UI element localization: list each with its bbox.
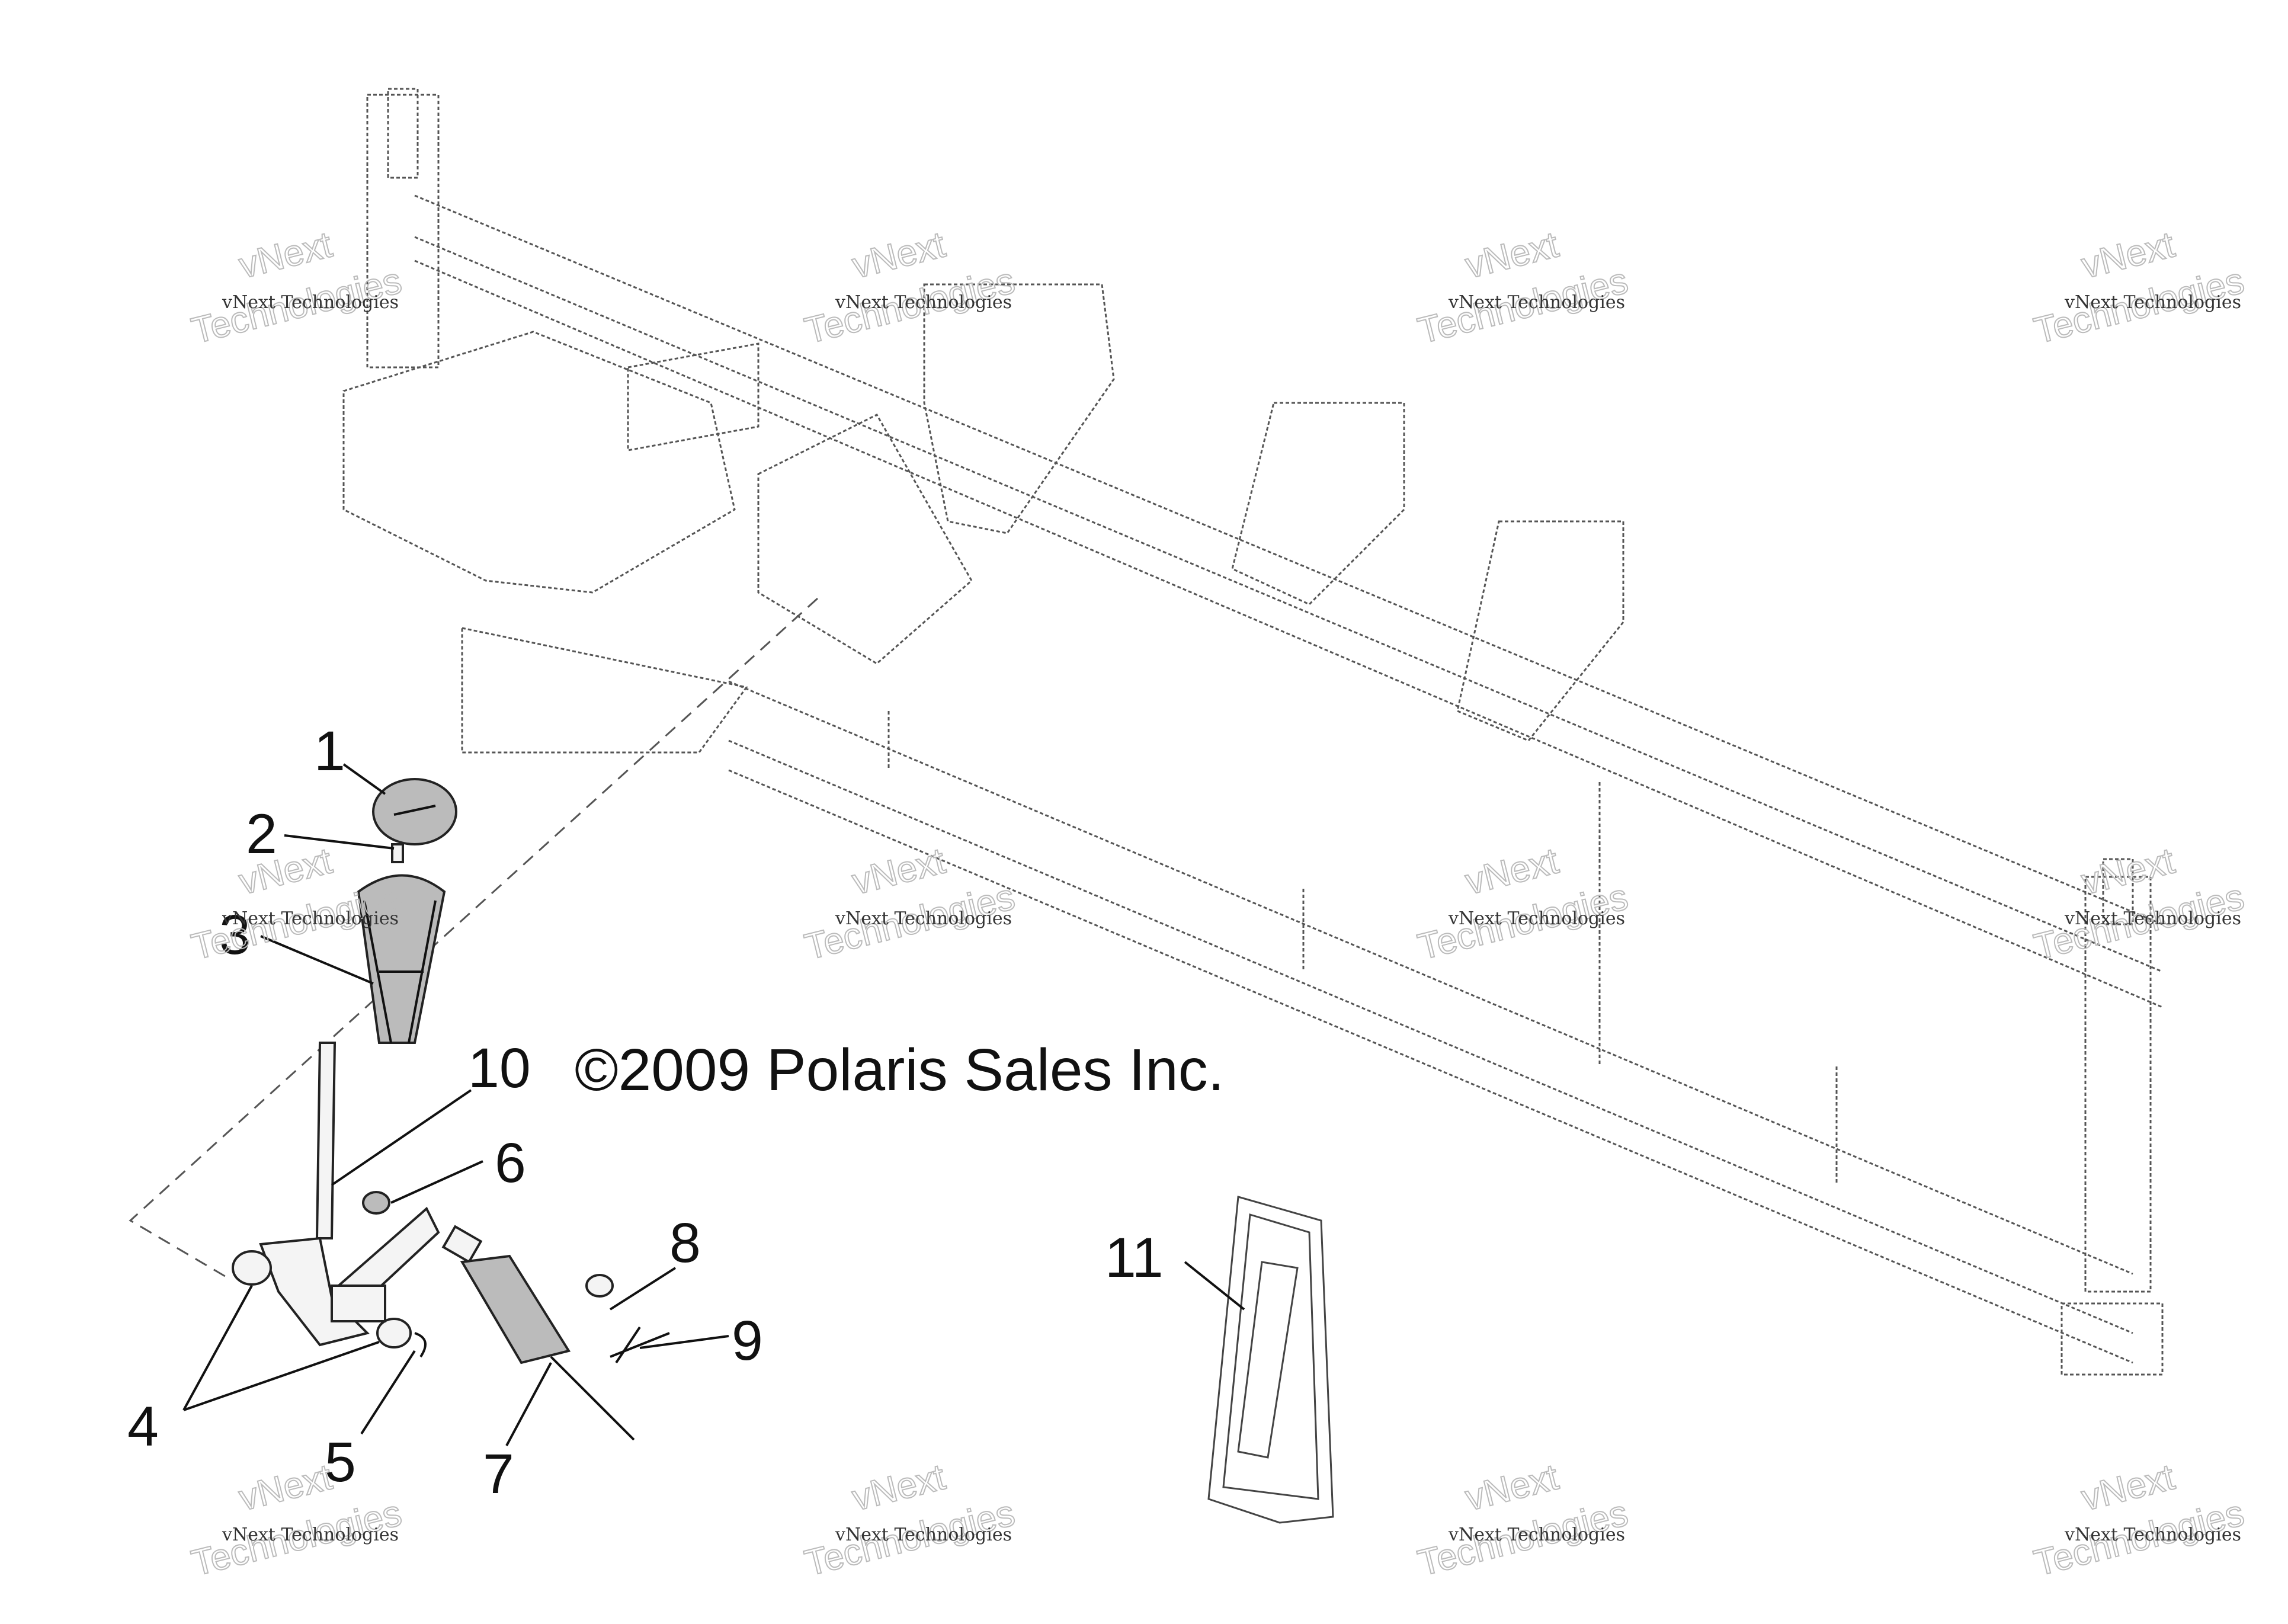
svg-text:vNext Technologies: vNext Technologies: [2064, 292, 2241, 313]
leader-lines: [182, 763, 1245, 1446]
svg-text:vNext Technologies: vNext Technologies: [835, 292, 1012, 313]
svg-text:vNext: vNext: [2078, 840, 2178, 902]
watermark: Technologies vNext vNext Technologies: [800, 223, 1020, 352]
callout-3: 3: [219, 904, 251, 966]
callout-5: 5: [325, 1431, 356, 1494]
callout-labels: 1 2 3 4 5 6 7 8 9 10 11: [127, 720, 1164, 1506]
callout-7: 7: [483, 1443, 514, 1506]
svg-text:vNext Technologies: vNext Technologies: [835, 1524, 1012, 1545]
svg-text:vNext Technologies: vNext Technologies: [1448, 908, 1625, 929]
watermark: Technologies vNext vNext Technologies: [187, 223, 406, 352]
part-knob-cap: [372, 778, 457, 845]
watermark: Technologies vNext vNext Technologies: [1414, 223, 1633, 352]
vehicle-frame: [129, 88, 2164, 1376]
watermark: Technologies vNext vNext Technologies: [2030, 840, 2249, 968]
svg-text:vNext: vNext: [848, 224, 949, 286]
part-washer: [585, 1274, 614, 1298]
callout-9: 9: [732, 1309, 763, 1372]
svg-text:vNext: vNext: [1462, 840, 1562, 902]
svg-text:vNext Technologies: vNext Technologies: [835, 908, 1012, 929]
callout-6: 6: [495, 1132, 526, 1194]
svg-text:vNext Technologies: vNext Technologies: [2064, 908, 2241, 929]
svg-text:vNext: vNext: [848, 1456, 949, 1519]
watermark: Technologies vNext vNext Technologies: [187, 1456, 406, 1584]
svg-text:vNext: vNext: [2078, 1456, 2178, 1519]
part-bushings: [232, 1250, 412, 1348]
watermark: Technologies vNext vNext Technologies: [1414, 1456, 1633, 1584]
part-nut: [362, 1191, 390, 1215]
callout-8: 8: [669, 1212, 701, 1274]
callout-2: 2: [246, 803, 277, 866]
watermark: Technologies vNext vNext Technologies: [800, 1456, 1020, 1584]
callout-1: 1: [314, 720, 345, 783]
watermarks: Technologies vNext vNext Technologies Te…: [187, 223, 2249, 1584]
part-shift-knob: [357, 874, 446, 1044]
svg-text:vNext: vNext: [2078, 224, 2178, 286]
svg-text:vNext Technologies: vNext Technologies: [2064, 1524, 2241, 1545]
svg-text:vNext: vNext: [235, 224, 336, 286]
callout-4: 4: [127, 1395, 159, 1458]
svg-text:vNext Technologies: vNext Technologies: [1448, 1524, 1625, 1545]
callout-11: 11: [1105, 1226, 1164, 1289]
callout-10: 10: [468, 1037, 531, 1100]
watermark: Technologies vNext vNext Technologies: [2030, 1456, 2249, 1584]
svg-text:vNext Technologies: vNext Technologies: [222, 908, 399, 929]
part-shift-cable: [441, 1225, 635, 1441]
svg-text:vNext Technologies: vNext Technologies: [1448, 292, 1625, 313]
svg-text:vNext: vNext: [1462, 1456, 1562, 1519]
svg-text:vNext: vNext: [848, 840, 949, 902]
svg-text:vNext Technologies: vNext Technologies: [222, 292, 399, 313]
svg-text:vNext: vNext: [1462, 224, 1562, 286]
svg-text:vNext Technologies: vNext Technologies: [222, 1524, 399, 1545]
watermark: Technologies vNext vNext Technologies: [800, 840, 1020, 968]
part-clip: [414, 1332, 427, 1358]
part-cotter-pin: [610, 1326, 670, 1364]
copyright-notice: ©2009 Polaris Sales Inc.: [575, 1037, 1224, 1103]
part-screw: [391, 843, 404, 863]
watermark: Technologies vNext vNext Technologies: [2030, 223, 2249, 352]
svg-text:vNext: vNext: [235, 1456, 336, 1519]
part-boot: [1207, 1196, 1334, 1524]
